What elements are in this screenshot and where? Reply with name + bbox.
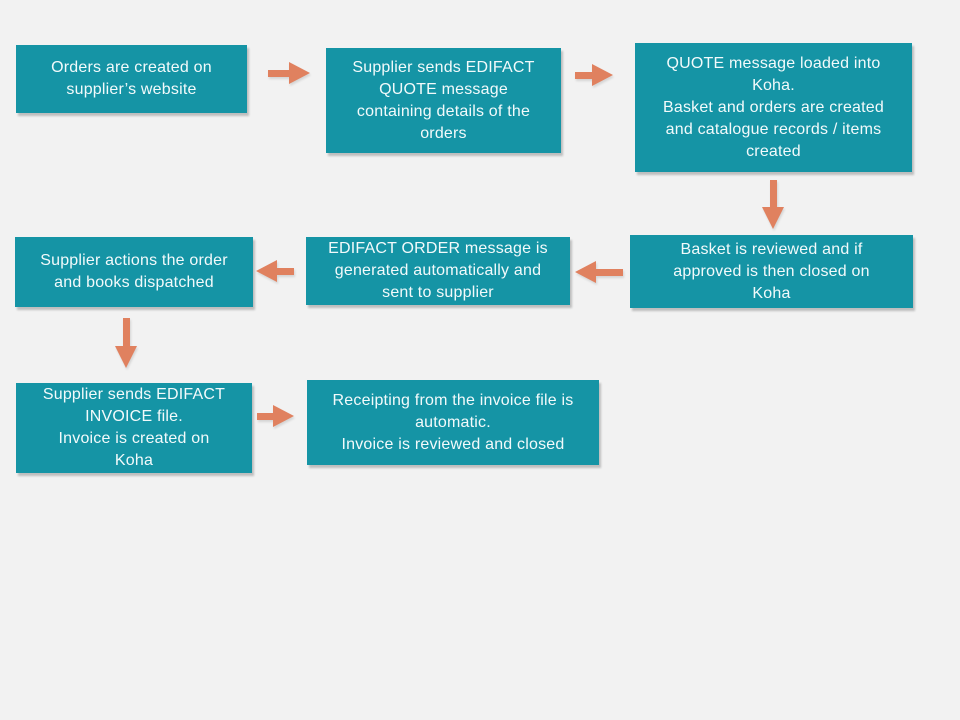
arrow-right-icon: [575, 64, 613, 86]
flow-node-orders-created: Orders are created on supplier’s website: [16, 45, 247, 113]
arrow-shaft: [769, 180, 777, 207]
flow-node-order-message-generated: EDIFACT ORDER message is generated autom…: [306, 237, 570, 305]
arrow-head: [762, 207, 784, 229]
flow-node-label: Basket is reviewed and if approved is th…: [673, 240, 870, 302]
arrow-head: [575, 261, 596, 283]
arrow-shaft: [268, 69, 289, 77]
flow-node-label: Supplier sends EDIFACT QUOTE message con…: [352, 58, 535, 142]
flow-node-label: Supplier actions the order and books dis…: [40, 252, 228, 291]
flow-node-label: Receipting from the invoice file is auto…: [332, 391, 574, 453]
flow-node-supplier-actions-order: Supplier actions the order and books dis…: [15, 237, 253, 307]
arrow-down-icon: [762, 180, 784, 229]
arrow-shaft: [277, 267, 294, 275]
flow-node-label: Supplier sends EDIFACT INVOICE file. Inv…: [42, 386, 226, 469]
arrow-shaft: [122, 318, 130, 346]
arrow-head: [273, 405, 294, 427]
flow-node-label: Orders are created on supplier’s website: [51, 59, 212, 98]
arrow-right-icon: [268, 62, 310, 84]
flow-node-receipting-automatic: Receipting from the invoice file is auto…: [307, 380, 599, 465]
arrow-head: [592, 64, 613, 86]
flow-node-supplier-sends-invoice: Supplier sends EDIFACT INVOICE file. Inv…: [16, 383, 252, 473]
arrow-shaft: [596, 268, 623, 276]
arrow-head: [115, 346, 137, 368]
flow-node-supplier-sends-quote: Supplier sends EDIFACT QUOTE message con…: [326, 48, 561, 153]
arrow-shaft: [575, 71, 592, 79]
arrow-head: [289, 62, 310, 84]
flow-node-label: QUOTE message loaded into Koha. Basket a…: [662, 54, 885, 160]
arrow-right-icon: [257, 405, 294, 427]
flow-node-quote-loaded-koha: QUOTE message loaded into Koha. Basket a…: [635, 43, 912, 172]
flow-node-basket-reviewed: Basket is reviewed and if approved is th…: [630, 235, 913, 308]
arrow-down-icon: [115, 318, 137, 368]
arrow-head: [256, 260, 277, 282]
arrow-left-icon: [575, 261, 623, 283]
arrow-left-icon: [256, 260, 294, 282]
arrow-shaft: [257, 412, 273, 420]
flow-node-label: EDIFACT ORDER message is generated autom…: [328, 240, 548, 301]
